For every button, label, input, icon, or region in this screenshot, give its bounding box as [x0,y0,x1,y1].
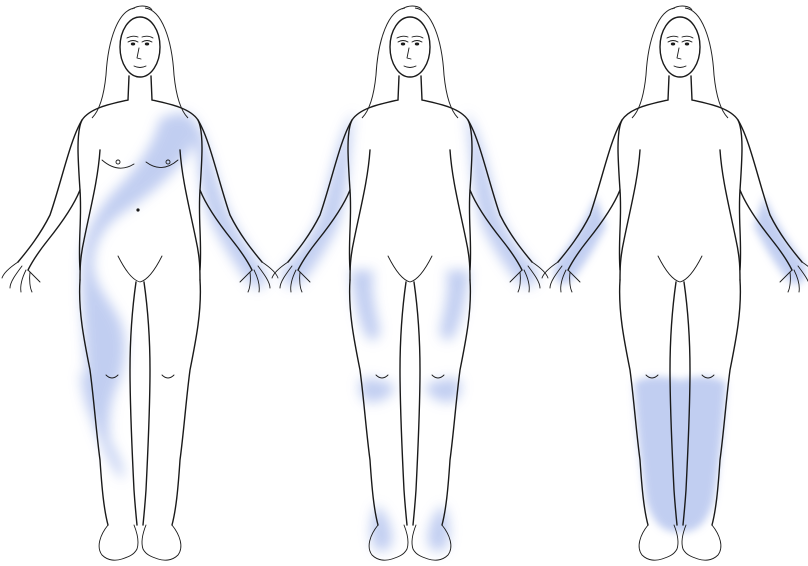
highlight-regions-left [80,112,266,480]
figure-left [2,6,278,560]
highlight-regions-right [554,196,805,532]
figure-middle [272,6,548,560]
figure-right [542,6,808,560]
highlight-regions-middle [283,112,538,551]
